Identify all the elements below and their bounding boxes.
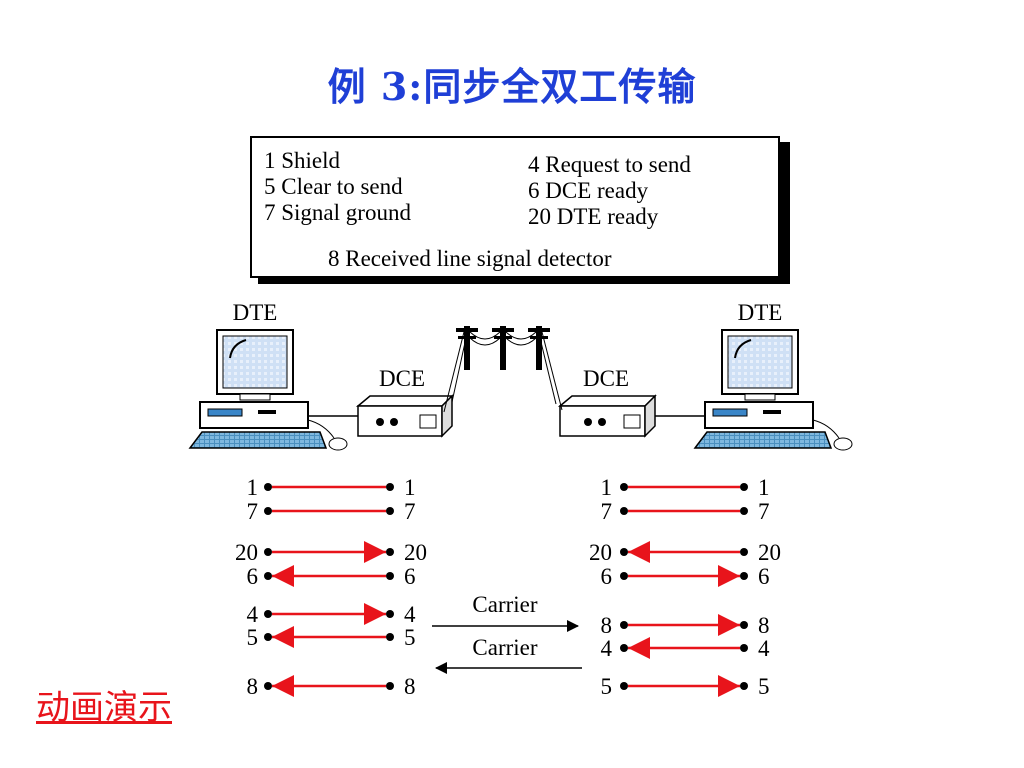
right-pin-dot-b — [740, 483, 748, 491]
right-pin-dot-a — [620, 621, 628, 629]
left-pin-label-a: 5 — [247, 625, 259, 650]
right-signal-arrowhead — [718, 614, 740, 636]
right-pin-dot-b — [740, 682, 748, 690]
legend-pin-6: 6 DCE ready — [528, 178, 649, 203]
left-pin-dot-a — [264, 507, 272, 515]
legend-pin-20: 20 DTE ready — [528, 204, 659, 229]
left-pin-label-a: 8 — [247, 674, 259, 699]
left-pin-label-b: 1 — [404, 475, 416, 500]
right-pin-dot-b — [740, 572, 748, 580]
left-signal-arrowhead — [364, 541, 386, 563]
left-signal-arrowhead — [272, 675, 294, 697]
left-pin-dot-b — [386, 682, 394, 690]
left-pin-dot-b — [386, 483, 394, 491]
right-pin-dot-b — [740, 621, 748, 629]
right-pin-label-a: 1 — [601, 475, 613, 500]
left-signal-arrowhead — [272, 626, 294, 648]
right-pin-dot-a — [620, 572, 628, 580]
left-pin-dot-b — [386, 548, 394, 556]
left-pin-label-a: 20 — [235, 540, 258, 565]
left-pin-dot-b — [386, 507, 394, 515]
right-pin-dot-b — [740, 507, 748, 515]
dte-left-computer — [188, 329, 348, 451]
dte-left-label: DTE — [233, 300, 278, 325]
left-pin-label-b: 7 — [404, 499, 416, 524]
dce-right-label: DCE — [583, 366, 629, 391]
right-pin-label-a: 6 — [601, 564, 613, 589]
legend-pin-7: 7 Signal ground — [264, 200, 411, 225]
dce-right-modem — [557, 394, 657, 438]
right-pin-label-a: 4 — [601, 636, 613, 661]
right-pin-label-b: 5 — [758, 674, 770, 699]
legend-pin-5: 5 Clear to send — [264, 174, 403, 199]
right-pin-label-a: 8 — [601, 613, 613, 638]
left-pin-dot-a — [264, 682, 272, 690]
animation-demo-link[interactable]: 动画演示 — [36, 688, 172, 728]
right-signal-arrowhead — [718, 675, 740, 697]
right-signal-arrowhead — [628, 541, 650, 563]
right-pin-label-b: 4 — [758, 636, 770, 661]
right-pin-dot-a — [620, 483, 628, 491]
dce-left-modem — [355, 394, 454, 438]
left-pin-dot-b — [386, 572, 394, 580]
dte-right-computer — [693, 329, 853, 451]
left-pin-label-b: 20 — [404, 540, 427, 565]
carrier-label-bottom: Carrier — [472, 635, 537, 660]
right-pin-dot-a — [620, 682, 628, 690]
left-pin-label-a: 6 — [247, 564, 259, 589]
right-signal-arrowhead — [718, 565, 740, 587]
left-pin-label-b: 8 — [404, 674, 416, 699]
left-pin-dot-b — [386, 633, 394, 641]
pin-legend-box: 1 Shield 5 Clear to send 7 Signal ground… — [250, 136, 780, 278]
page-title: 例 3:同步全双工传输 — [327, 64, 697, 109]
left-pin-dot-a — [264, 548, 272, 556]
right-pin-label-a: 5 — [601, 674, 613, 699]
carrier-label-top: Carrier — [472, 592, 537, 617]
left-pin-dot-a — [264, 572, 272, 580]
legend-pin-8: 8 Received line signal detector — [328, 246, 612, 271]
left-signal-arrowhead — [272, 565, 294, 587]
right-signal-arrowhead — [628, 637, 650, 659]
right-pin-label-b: 20 — [758, 540, 781, 565]
legend-pin-4: 4 Request to send — [528, 152, 691, 177]
dce-left-label: DCE — [379, 366, 425, 391]
left-pin-dot-b — [386, 610, 394, 618]
right-pin-dot-b — [740, 644, 748, 652]
left-pin-label-b: 5 — [404, 625, 416, 650]
left-pin-label-a: 1 — [247, 475, 259, 500]
left-pin-label-a: 4 — [247, 602, 259, 627]
left-pin-dot-a — [264, 633, 272, 641]
right-pin-label-b: 6 — [758, 564, 770, 589]
legend-pin-1: 1 Shield — [264, 148, 341, 173]
right-pin-dot-a — [620, 644, 628, 652]
left-signal-arrowhead — [364, 603, 386, 625]
right-pin-label-b: 1 — [758, 475, 770, 500]
left-pin-label-b: 6 — [404, 564, 416, 589]
left-pin-dot-a — [264, 483, 272, 491]
right-pin-label-b: 8 — [758, 613, 770, 638]
right-pin-label-a: 7 — [601, 499, 613, 524]
left-pin-dot-a — [264, 610, 272, 618]
left-pin-label-b: 4 — [404, 602, 416, 627]
right-pin-dot-b — [740, 548, 748, 556]
right-pin-dot-a — [620, 507, 628, 515]
dte-right-label: DTE — [738, 300, 783, 325]
right-pin-label-b: 7 — [758, 499, 770, 524]
telephone-poles — [443, 326, 563, 413]
right-pin-label-a: 20 — [589, 540, 612, 565]
right-pin-dot-a — [620, 548, 628, 556]
left-pin-label-a: 7 — [247, 499, 259, 524]
